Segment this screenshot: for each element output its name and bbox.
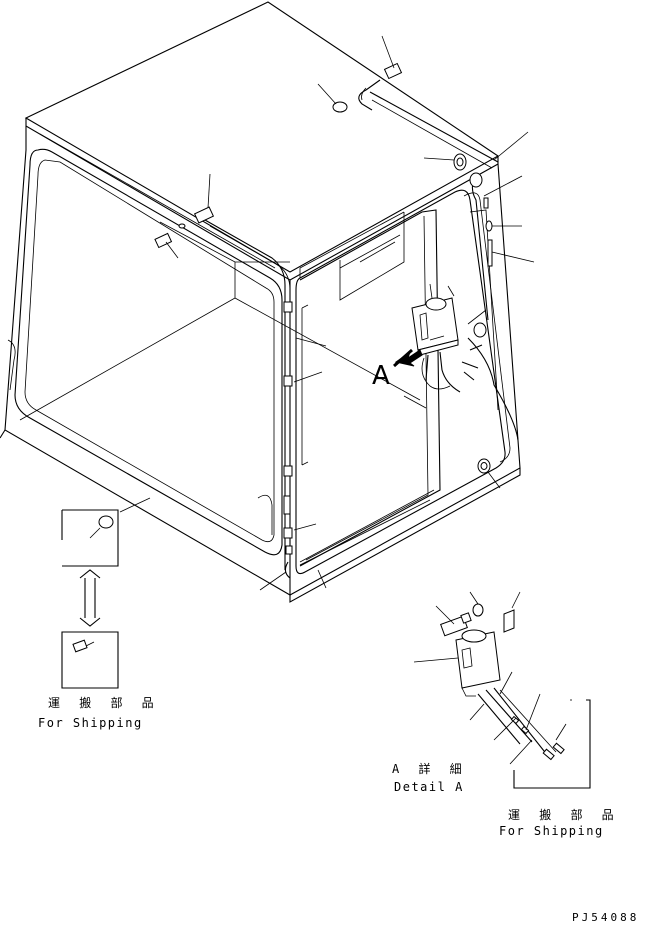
shipping-left-en: For Shipping (38, 716, 143, 730)
leader-lines (119, 35, 535, 591)
washer-ring-icon (472, 603, 484, 617)
washer-hose (204, 91, 519, 570)
shipping-box-top (61, 509, 119, 567)
washer-tank-icon (411, 297, 483, 393)
arrow-a-label: A (372, 361, 390, 391)
shipping-left-jp: 運 搬 部 品 (48, 695, 160, 710)
detail-a-drawing (413, 591, 591, 789)
detail-tank-icon (413, 629, 501, 697)
drawing-code: PJ54088 (572, 911, 639, 924)
nozzle-left-icon (154, 206, 215, 249)
nozzle-roof-icon (332, 62, 403, 113)
hose-clips (283, 301, 309, 579)
detail-a-en: Detail A (394, 780, 464, 794)
bracket-icon (503, 609, 515, 633)
detail-a-jp: A 詳 細 (392, 761, 468, 776)
view-arrow-a-icon (393, 348, 423, 368)
grommet-icons (453, 153, 493, 474)
cab-structure (0, 1, 521, 603)
pump-bolt-icon (435, 605, 472, 637)
swap-arrow-icon (79, 569, 101, 627)
shipping-right-jp: 運 搬 部 品 (508, 807, 620, 822)
shipping-box-bottom (61, 631, 119, 689)
shipping-right-en: For Shipping (499, 824, 604, 838)
